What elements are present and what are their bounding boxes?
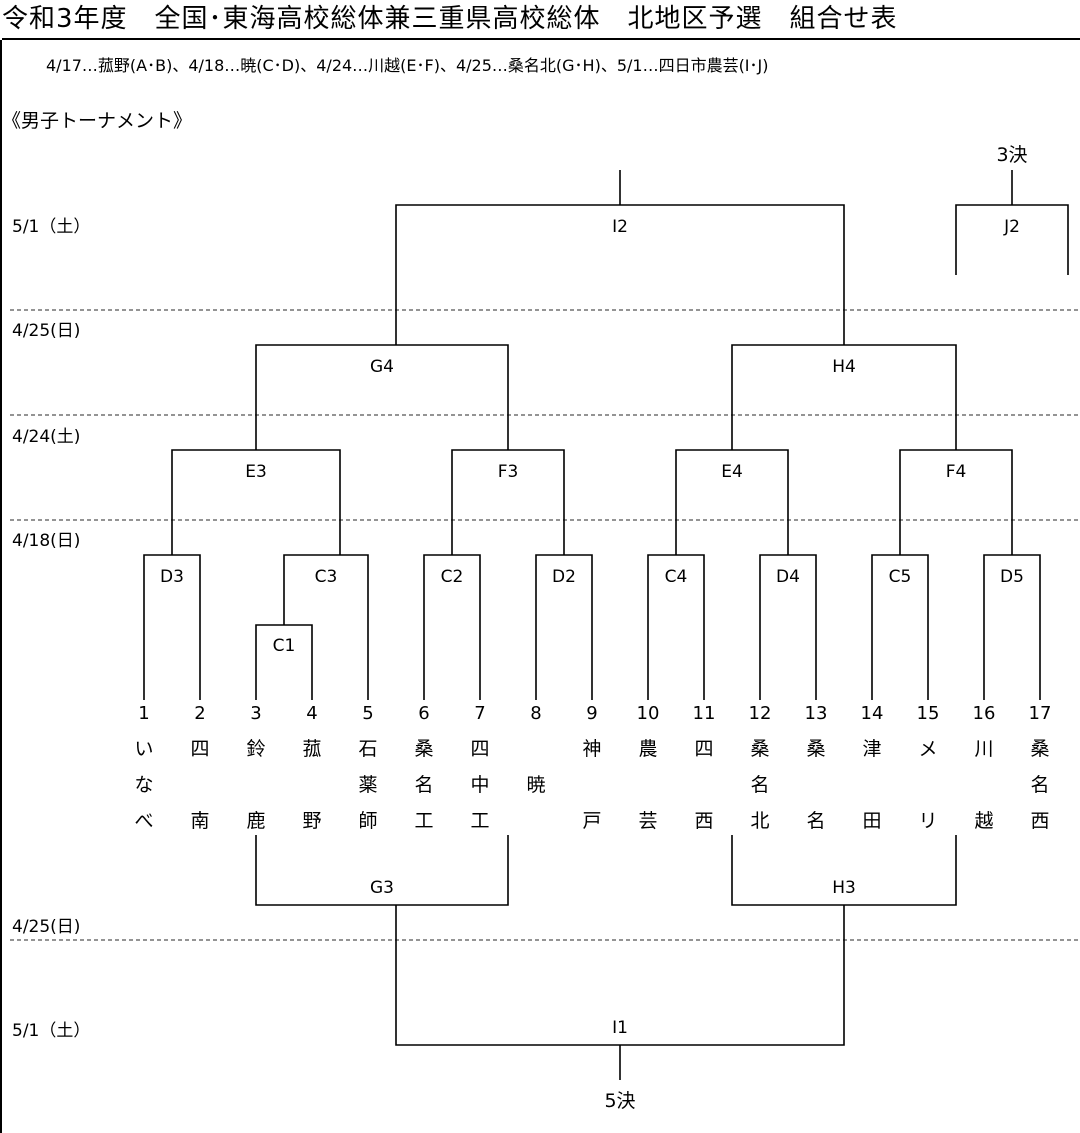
team-number: 16 [973,703,996,724]
team-name-char: 南 [190,810,209,832]
team-number: 9 [586,703,597,724]
team-name-char: 野 [302,810,321,832]
match-label: C1 [273,636,296,656]
third-place-label: 3決 [996,144,1027,166]
team-number: 13 [805,703,828,724]
team-name-char: 工 [414,810,433,832]
team-name-char: 川 [974,738,993,760]
team-number: 2 [194,703,205,724]
match-label: C4 [665,567,688,587]
match-label: C3 [315,567,338,587]
match-label: D4 [776,567,800,587]
team-number: 17 [1029,703,1052,724]
team-name-char: 名 [1030,774,1049,796]
team-name-char: リ [918,810,937,832]
match-label: C2 [441,567,464,587]
date-label: 4/18(日) [12,531,80,551]
team-name-char: 菰 [302,738,321,760]
team-name-char: 桑 [1030,738,1049,760]
team-name-char: 西 [694,810,713,832]
team-name-char: 石 [358,738,377,760]
team-name-char: 四 [694,738,713,760]
team-name-char: 名 [750,774,769,796]
match-label: F4 [946,462,967,482]
team-name-char: 芸 [638,810,657,832]
team-name-char: な [134,774,153,796]
team-name-char: 桑 [806,738,825,760]
team-number: 1 [138,703,149,724]
match-label: H3 [832,878,856,898]
team-number: 7 [474,703,485,724]
team-name-char: 田 [862,810,881,832]
match-label: E4 [721,462,743,482]
team-name-char: 薬 [358,774,377,796]
team-name-char: 鹿 [246,810,265,832]
match-label: H4 [832,357,856,377]
section-heading: 《男子トーナメント》 [2,110,193,132]
team-name-char: 桑 [750,738,769,760]
team-number: 4 [306,703,317,724]
team-name-char: 神 [582,738,601,760]
left-border [0,40,2,1133]
date-label: 4/24(土) [12,427,80,447]
team-name-char: 鈴 [246,738,265,760]
team-name-char: 師 [358,810,377,832]
match-label: J2 [1003,217,1020,237]
team-number: 6 [418,703,429,724]
match-label: G3 [370,878,394,898]
match-label: F3 [498,462,519,482]
page-title: 令和3年度 全国･東海高校総体兼三重県高校総体 北地区予選 組合せ表 [2,0,1080,40]
team-name-char: 戸 [582,810,601,832]
team-name-char: い [134,738,153,760]
date-label: 5/1（土） [12,1021,90,1041]
team-number: 14 [861,703,884,724]
team-name-char: メ [918,738,937,760]
match-label: I1 [612,1018,628,1038]
team-name-char: 名 [414,774,433,796]
team-name-char: 四 [190,738,209,760]
match-j2 [955,204,1069,275]
team-name-char: 桑 [414,738,433,760]
team-name-char: 北 [750,810,769,832]
team-name-char: 名 [806,810,825,832]
match-label: C5 [889,567,912,587]
team-number: 11 [693,703,716,724]
match-label: D5 [1000,567,1024,587]
team-name-char: 西 [1030,810,1049,832]
match-g3 [255,835,509,906]
team-name-char: 四 [470,738,489,760]
team-number: 3 [250,703,261,724]
match-label: E3 [245,462,267,482]
match-label: D2 [552,567,576,587]
team-number: 8 [530,703,541,724]
date-label: 4/25(日) [12,917,80,937]
match-label: I2 [612,217,628,237]
team-number: 10 [637,703,660,724]
venue-schedule: 4/17…菰野(A･B)、4/18…暁(C･D)、4/24…川越(E･F)、4/… [46,56,769,75]
team-number: 5 [362,703,373,724]
match-g4 [255,344,509,450]
fifth-place-label: 5決 [604,1090,635,1112]
date-label: 4/25(日) [12,321,80,341]
team-name-char: 中 [470,774,489,796]
team-name-char: 越 [974,810,993,832]
team-name-char: 津 [862,738,881,760]
match-c3 [283,554,369,700]
team-number: 12 [749,703,772,724]
team-name-char: 暁 [526,774,545,796]
team-number: 15 [917,703,940,724]
team-name-char: べ [134,810,153,832]
date-label: 5/1（土） [12,217,90,237]
match-label: D3 [160,567,184,587]
team-name-char: 工 [470,810,489,832]
match-label: G4 [370,357,394,377]
team-name-char: 農 [638,738,657,760]
